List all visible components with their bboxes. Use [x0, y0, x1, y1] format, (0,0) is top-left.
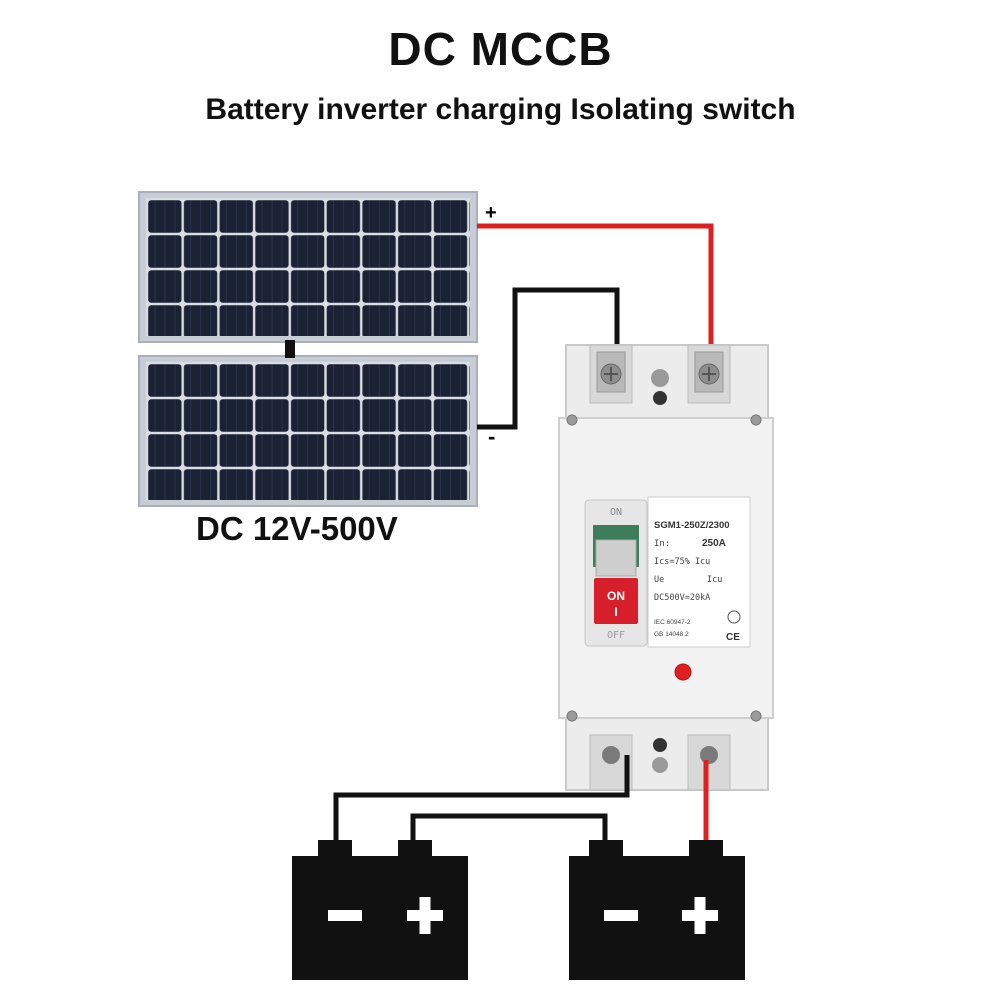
plate-in-value: 250A — [702, 538, 726, 549]
battery-2-minus-icon — [604, 910, 638, 921]
battery-1 — [292, 840, 468, 980]
on-toggle-symbol: I — [614, 605, 617, 619]
panel-series-link — [285, 340, 295, 358]
plate-standard-iec: IEC 60947-2 — [654, 619, 691, 626]
on-toggle-label: ON — [607, 589, 625, 603]
switch-bottom-label: OFF — [607, 630, 625, 641]
page-title: DC MCCB — [388, 23, 613, 75]
plate-ue: Ue — [654, 575, 664, 585]
battery-1-minus-icon — [328, 910, 362, 921]
plate-standard-gb: GB 14048.2 — [654, 631, 689, 638]
positive-wire-panel — [477, 223, 714, 355]
page-subtitle: Battery inverter charging Isolating swit… — [205, 93, 796, 126]
ce-mark: CE — [726, 632, 740, 643]
plate-ics: Ics=75% Icu — [654, 557, 710, 567]
solar-panel-bottom — [138, 355, 478, 507]
battery-series-link — [410, 813, 608, 845]
battery-2 — [569, 840, 745, 980]
panel-negative-symbol: - — [488, 424, 495, 449]
switch-top-label: ON — [610, 507, 622, 518]
panel-positive-symbol: + — [485, 202, 497, 224]
plate-icu: Icu — [707, 575, 722, 585]
test-button[interactable] — [674, 663, 692, 681]
ccc-mark-icon — [727, 610, 741, 624]
plate-model: SGM1-250Z/2300 — [654, 520, 730, 531]
solar-panel-top — [138, 191, 478, 343]
negative-wire-panel — [477, 287, 620, 430]
plate-in-label: In: — [654, 539, 670, 549]
on-toggle-lever[interactable] — [594, 578, 638, 624]
plate-rating: DC500V​=20kA — [654, 593, 710, 603]
voltage-range-label: DC 12V-500V — [196, 510, 398, 547]
mccb-breaker: ON ON I OFF SGM1-250Z/2300 In: 250A Ics=… — [558, 344, 774, 791]
rating-plate: SGM1-250Z/2300 In: 250A Ics=75% Icu Ue I… — [647, 496, 751, 648]
negative-wire-battery — [333, 755, 630, 845]
